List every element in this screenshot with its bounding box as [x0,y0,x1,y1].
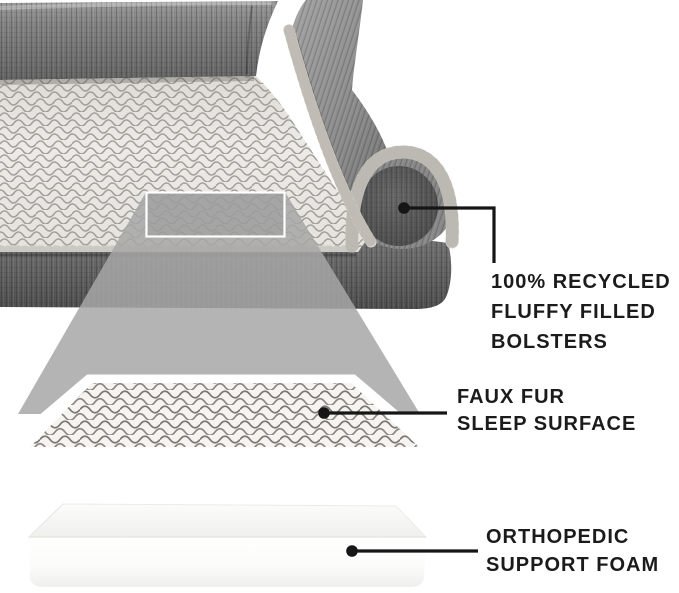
label-sleep-surface-line1: FAUX FUR [457,386,565,408]
callout-dot-sleep-surface [318,407,330,419]
label-support-foam-line1: ORTHOPEDIC [486,526,630,548]
back-bolster [0,1,278,80]
callout-dot-bolsters [398,202,410,214]
label-bolsters-line3: BOLSTERS [491,331,608,353]
label-sleep-surface-line2: SLEEP SURFACE [457,413,637,435]
right-bolster [283,0,459,253]
callouts [324,206,496,553]
foam-front-face [29,537,426,587]
faux-fur-layer [11,374,433,455]
foam-layer [27,503,428,587]
highlight-region [145,191,286,238]
label-bolsters: 100% RECYCLED FLUFFY FILLED BOLSTERS [491,267,671,357]
callout-line-bolsters [404,206,496,263]
label-bolsters-line1: 100% RECYCLED [491,271,671,293]
fur-trim-arch [345,145,459,253]
foam-top-face [27,503,428,538]
callout-dot-support-foam [346,545,358,557]
label-sleep-surface: FAUX FUR SLEEP SURFACE [457,384,636,438]
callout-dots [318,202,410,557]
label-support-foam: ORTHOPEDIC SUPPORT FOAM [486,523,659,579]
label-support-foam-line2: SUPPORT FOAM [486,554,660,576]
projection-beam [18,192,420,414]
label-bolsters-line2: FLUFFY FILLED [491,301,656,323]
fur-trim-edge [283,24,377,248]
